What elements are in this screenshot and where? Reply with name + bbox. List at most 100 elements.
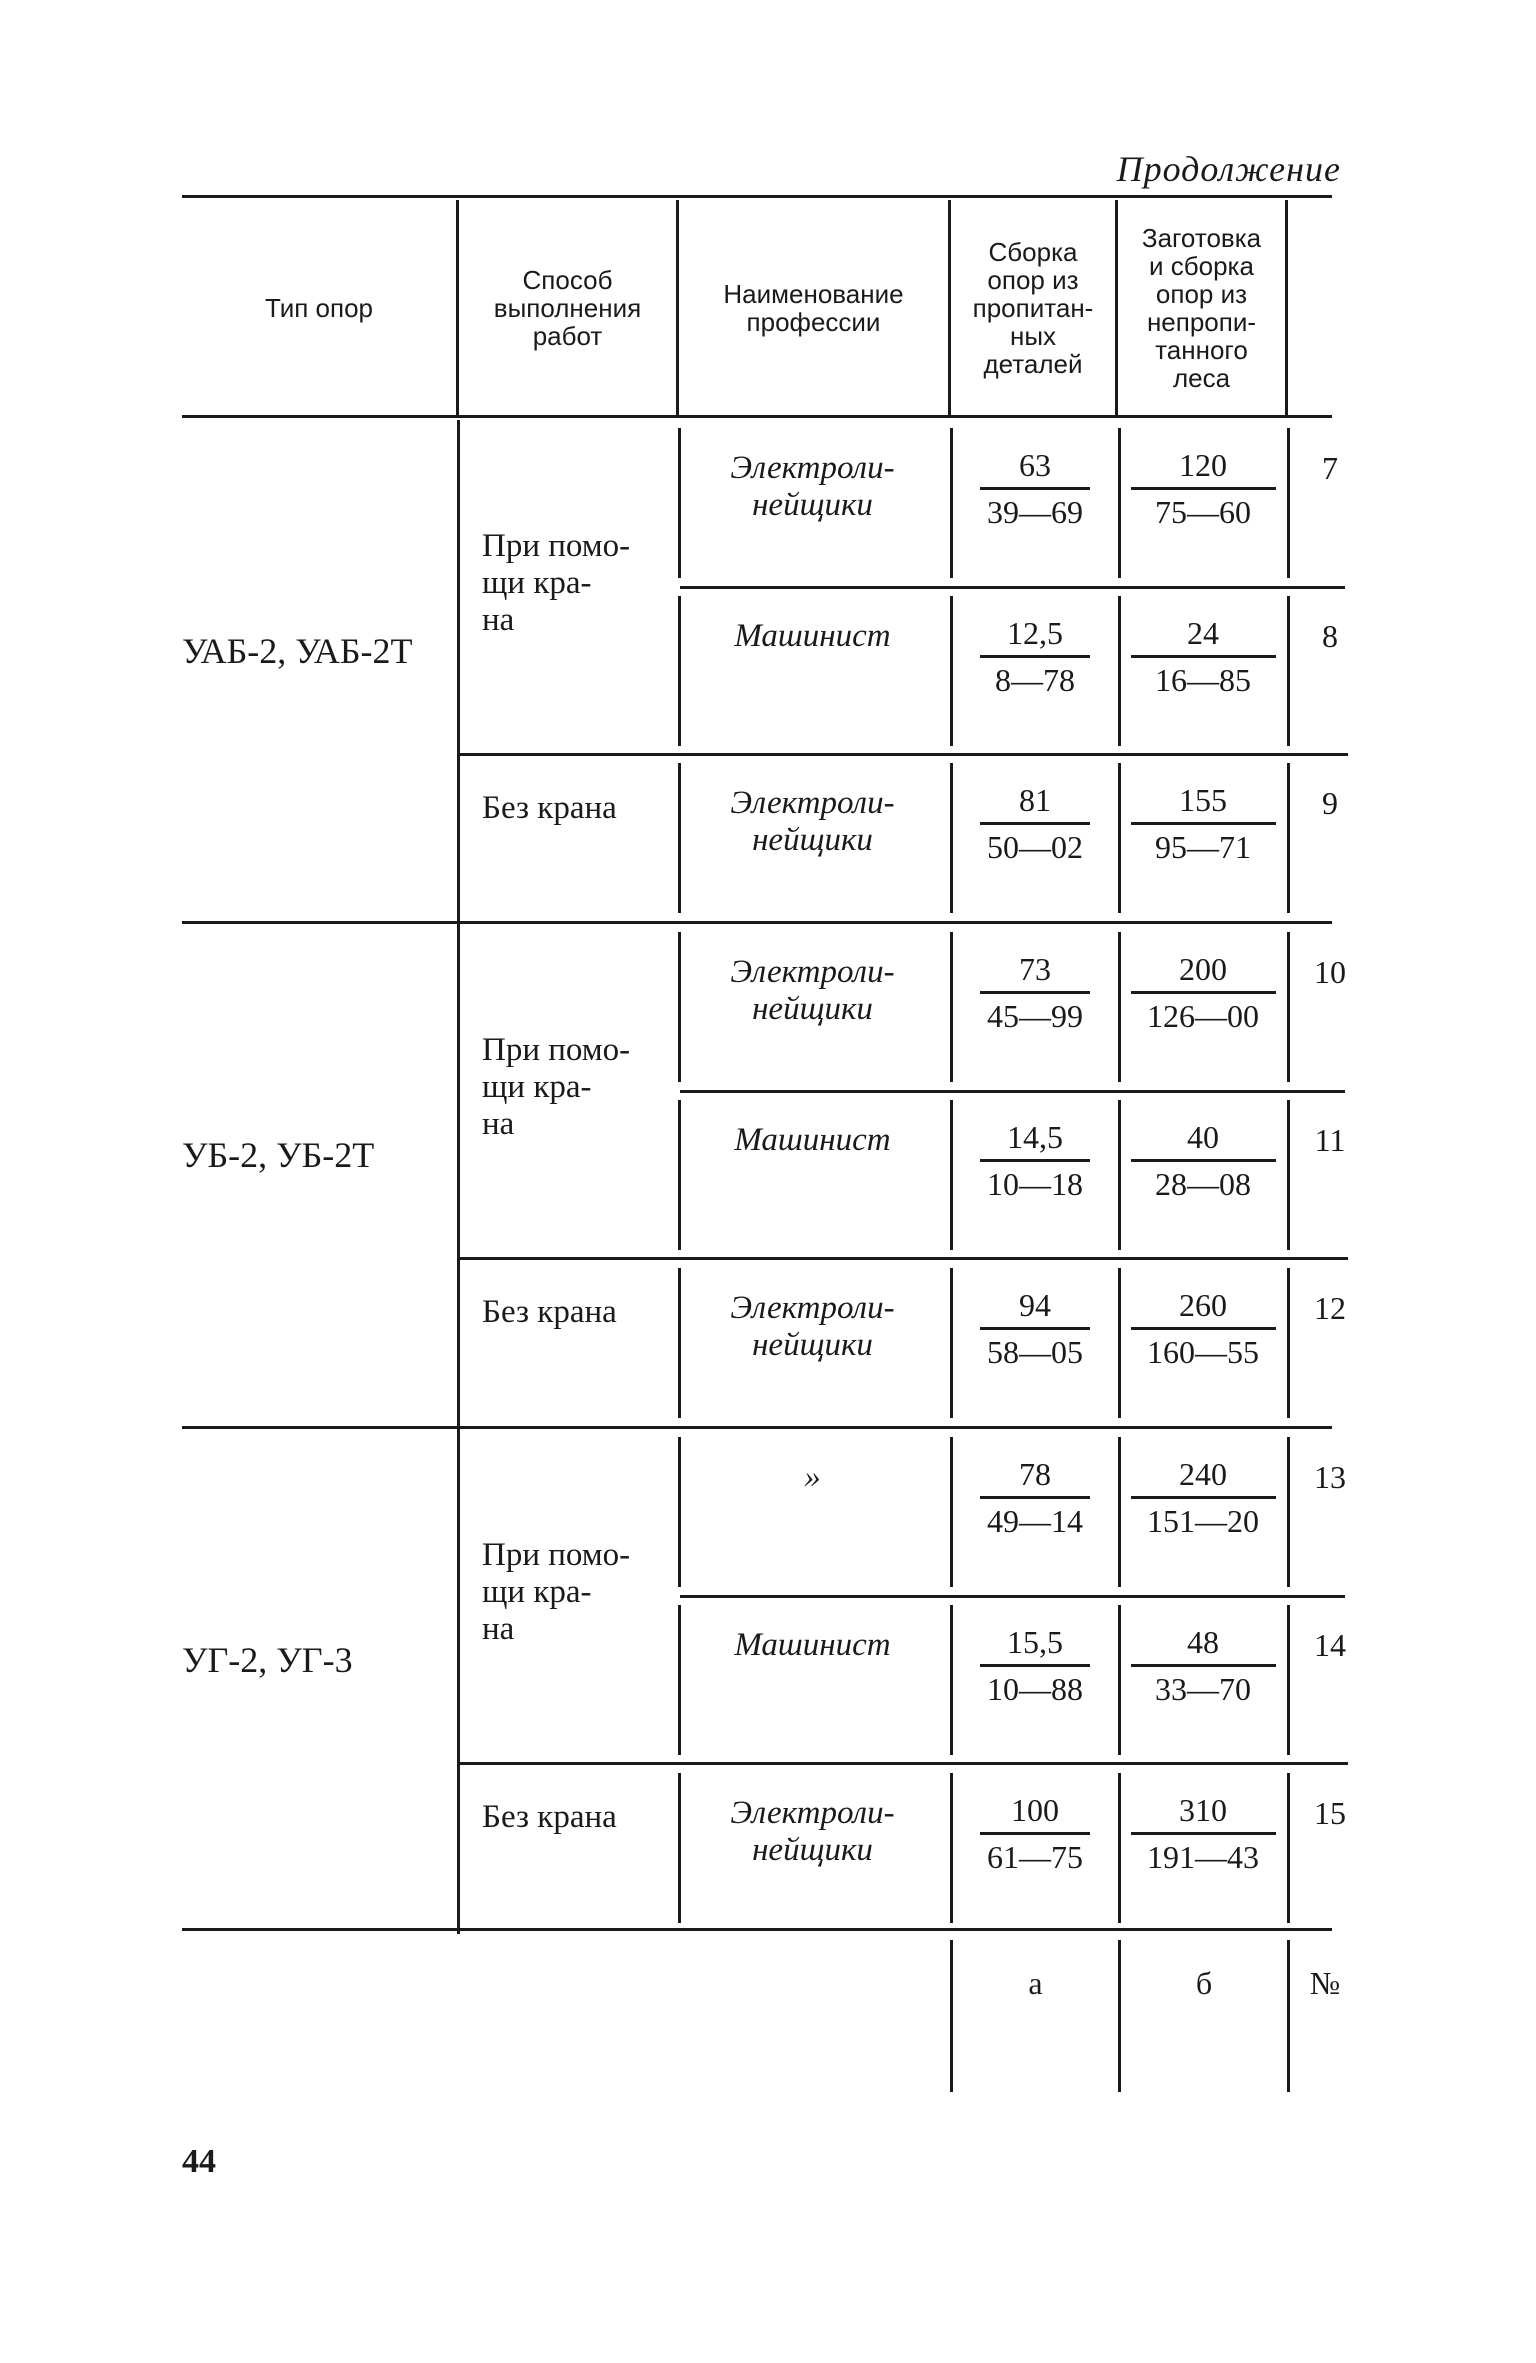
fraction-a-numerator: 81 (1019, 782, 1051, 818)
row-divider (1287, 596, 1290, 746)
fraction-b-denominator: 95—71 (1155, 829, 1251, 865)
header-method: Способ выполнения работ (493, 264, 642, 351)
method-nocrane-label: Без крана (482, 1294, 617, 1330)
fraction-bar (980, 487, 1090, 490)
group-separator (182, 1426, 1332, 1429)
row-divider (1287, 1268, 1290, 1418)
footer-col-b: б (1195, 1965, 1213, 2001)
row-divider (1287, 763, 1290, 913)
fraction-bar (980, 1159, 1090, 1162)
fraction-a-numerator: 63 (1019, 447, 1051, 483)
method-separator (460, 1257, 1348, 1260)
fraction-b: 200 126—00 (1128, 949, 1278, 1036)
header-divider (1285, 200, 1288, 415)
table-top-rule (182, 195, 1332, 198)
fraction-bar (1130, 1159, 1276, 1162)
fraction-a-numerator: 100 (1011, 1792, 1059, 1828)
row-number: 15 (1314, 1795, 1346, 1831)
row-divider (678, 763, 681, 913)
header-col-a: Сборка опор из пропитан- ных деталей (972, 236, 1094, 379)
row-separator (680, 586, 1345, 589)
fraction-b: 24 16—85 (1128, 613, 1278, 700)
footer-col-a: а (1028, 1965, 1043, 2001)
method-separator (460, 1762, 1348, 1765)
fraction-a-denominator: 45—99 (987, 998, 1083, 1034)
fraction-b-denominator: 33—70 (1155, 1671, 1251, 1707)
type-label: УБ-2, УБ-2Т (182, 1135, 375, 1175)
row-divider (1118, 1437, 1121, 1587)
row-divider (678, 596, 681, 746)
fraction-b-numerator: 200 (1179, 951, 1227, 987)
fraction-bar (980, 1832, 1090, 1835)
fraction-b-numerator: 155 (1179, 782, 1227, 818)
fraction-bar (1130, 487, 1276, 490)
row-separator (680, 1595, 1345, 1598)
fraction-bar (1130, 1496, 1276, 1499)
type-label: УАБ-2, УАБ-2Т (182, 631, 413, 671)
row-divider (1118, 428, 1121, 578)
row-divider (950, 932, 953, 1082)
row-divider (1118, 1773, 1121, 1923)
fraction-b-numerator: 310 (1179, 1792, 1227, 1828)
fraction-bar (980, 822, 1090, 825)
profession-label: Электроли- нейщики (730, 1290, 895, 1363)
fraction-a-numerator: 14,5 (1007, 1119, 1063, 1155)
method-crane-label: При помо- щи кра- на (482, 1032, 631, 1142)
row-divider (1118, 1605, 1121, 1755)
footer-divider (950, 1940, 953, 2092)
fraction-bar (980, 1327, 1090, 1330)
fraction-b-numerator: 40 (1187, 1119, 1219, 1155)
fraction-b-denominator: 126—00 (1147, 998, 1259, 1034)
fraction-b-numerator: 48 (1187, 1624, 1219, 1660)
footer-col-no: № (1309, 1965, 1341, 2001)
profession-label: Электроли- нейщики (730, 450, 895, 523)
group-method-divider (457, 924, 460, 1429)
fraction-b: 155 95—71 (1128, 780, 1278, 867)
page-number: 44 (182, 2143, 216, 2180)
fraction-bar (1130, 822, 1276, 825)
fraction-b-numerator: 260 (1179, 1287, 1227, 1323)
fraction-a-numerator: 78 (1019, 1456, 1051, 1492)
row-divider (1287, 1100, 1290, 1250)
header-type: Тип опор (264, 292, 374, 323)
fraction-a-numerator: 94 (1019, 1287, 1051, 1323)
row-number: 14 (1314, 1627, 1346, 1663)
fraction-bar (1130, 1327, 1276, 1330)
profession-label: Машинист (734, 618, 891, 654)
row-divider (1287, 1605, 1290, 1755)
group-method-divider (457, 420, 460, 925)
header-divider (456, 200, 459, 415)
row-divider (1287, 1773, 1290, 1923)
row-divider (678, 1100, 681, 1250)
fraction-b-numerator: 24 (1187, 615, 1219, 651)
fraction-b-denominator: 16—85 (1155, 662, 1251, 698)
row-number: 13 (1314, 1459, 1346, 1495)
method-crane-label: При помо- щи кра- на (482, 1537, 631, 1647)
row-divider (678, 1437, 681, 1587)
fraction-b-numerator: 240 (1179, 1456, 1227, 1492)
profession-label: Электроли- нейщики (730, 954, 895, 1027)
row-divider (950, 428, 953, 578)
fraction-bar (1130, 1832, 1276, 1835)
row-number: 8 (1322, 618, 1338, 654)
group-separator (182, 921, 1332, 924)
fraction-bar (980, 655, 1090, 658)
row-divider (678, 1605, 681, 1755)
row-divider (678, 1773, 681, 1923)
profession-label: Машинист (734, 1627, 891, 1663)
fraction-bar (980, 991, 1090, 994)
fraction-b: 48 33—70 (1128, 1622, 1278, 1709)
row-divider (1118, 932, 1121, 1082)
header-divider (1115, 200, 1118, 415)
